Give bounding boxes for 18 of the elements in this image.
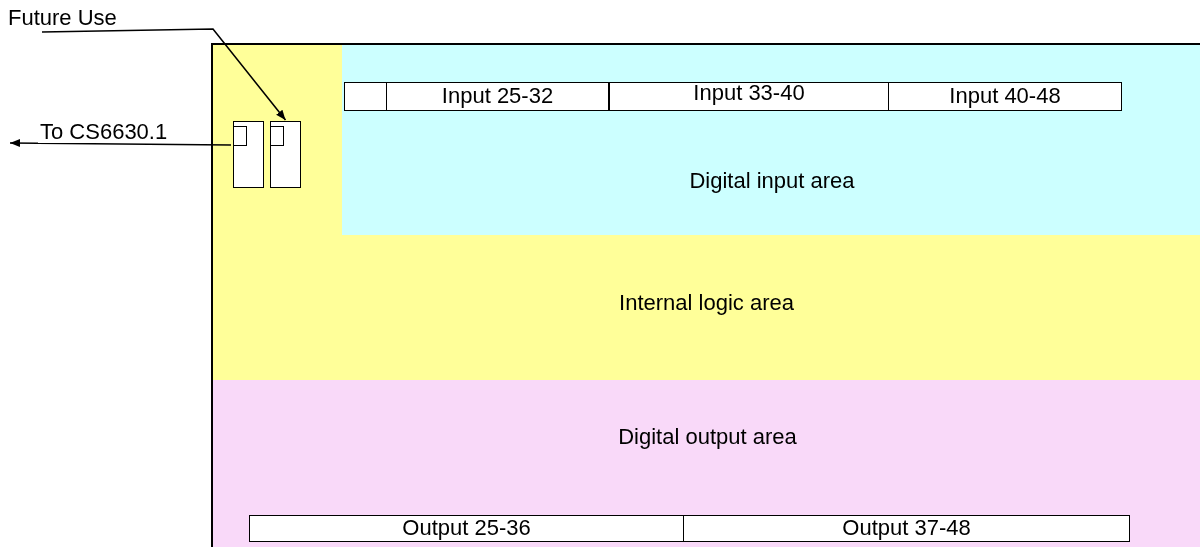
board-panel	[211, 43, 1200, 547]
input-area-panel	[342, 45, 1200, 235]
connector-block	[270, 121, 301, 188]
connector-cell	[344, 82, 387, 111]
area-label: Digital output area	[617, 425, 798, 449]
edge-label: To CS6630.1	[38, 121, 170, 143]
connector-cell: Input 25-32	[387, 82, 609, 111]
area-label: Digital input area	[688, 169, 856, 193]
connector-cell: Output 25-36	[249, 515, 684, 542]
callout-label: Future Use	[8, 6, 118, 30]
arrow	[9, 139, 232, 148]
area-label: Internal logic area	[618, 291, 795, 315]
connector-cell: Output 37-48	[684, 515, 1130, 542]
leader-arrow	[41, 28, 287, 121]
connector-cell: Input 33-40	[609, 82, 889, 111]
output-area-panel	[213, 380, 1200, 547]
connector-cell: Input 40-48	[889, 82, 1122, 111]
connector-block	[233, 121, 264, 188]
